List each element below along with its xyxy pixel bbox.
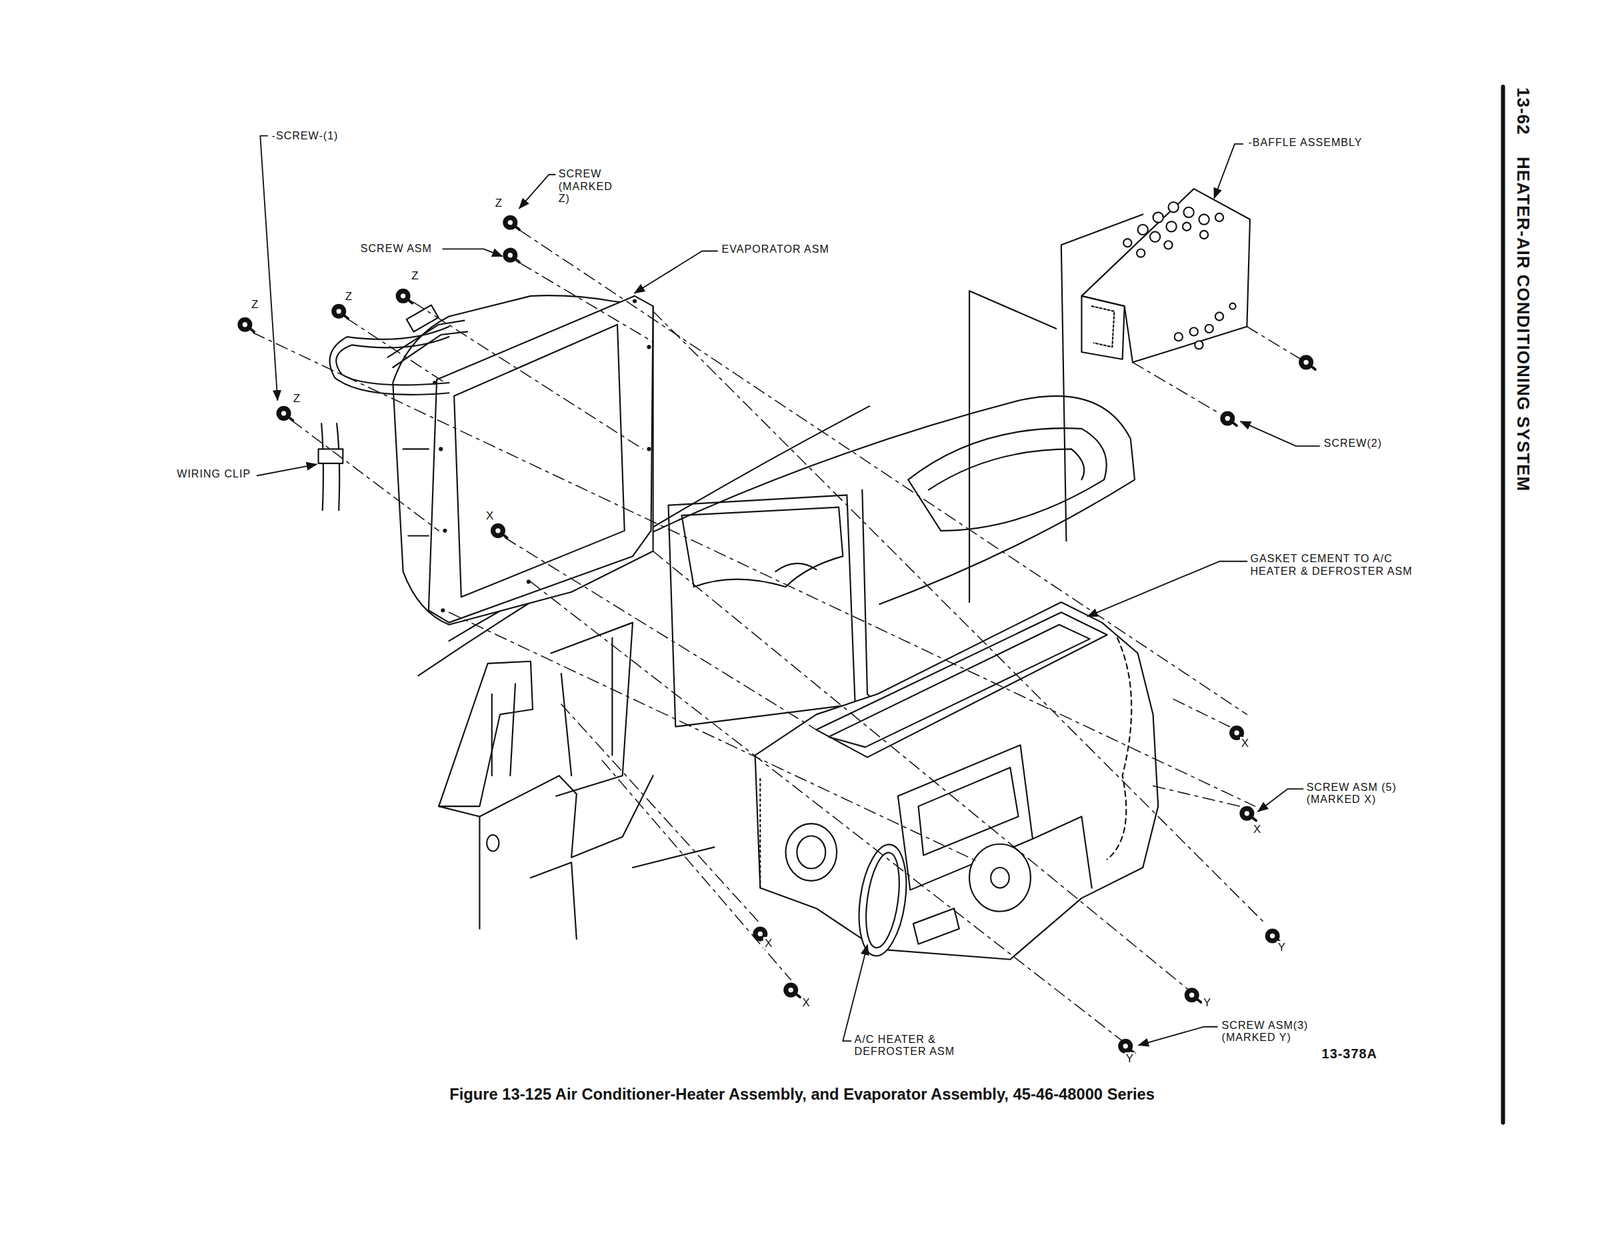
screw-mark: X (1240, 736, 1251, 750)
section-heading: HEATER-AIR CONDITIONING SYSTEM (1512, 155, 1533, 493)
part-label: -SCREW-(1) (270, 129, 340, 142)
screw-mark: Z (292, 392, 302, 405)
part-label: GASKET CEMENT TO A/C HEATER & DEFROSTER … (1248, 552, 1417, 577)
screw-mark: X (484, 509, 496, 522)
part-label: SCREW ASM (359, 242, 434, 254)
page-number: 13-62 (1512, 86, 1533, 137)
part-label: WIRING CLIP (175, 467, 252, 480)
part-label: SCREW ASM(3) (MARKED Y) (1220, 1018, 1332, 1044)
part-label: -BAFFLE ASSEMBLY (1246, 136, 1364, 148)
figure-caption: Figure 13-125 Air Conditioner-Heater Ass… (424, 1084, 1180, 1104)
screw-mark: Z (344, 290, 354, 303)
part-label: SCREW (MARKED Z) (557, 167, 628, 204)
screw-mark: Y (1124, 1052, 1136, 1065)
screw-mark: X (763, 936, 774, 950)
screw-mark: Z (494, 196, 504, 210)
screw-mark: Z (250, 298, 260, 311)
part-label: A/C HEATER & DEFROSTER ASM (853, 1032, 964, 1058)
part-label: EVAPORATOR ASM (720, 242, 831, 255)
screw-mark: Y (1202, 996, 1213, 1009)
screw-mark: Y (1276, 940, 1288, 954)
screw-mark: X (1252, 822, 1263, 836)
part-label: SCREW(2) (1322, 436, 1384, 449)
figure-number: 13-378A (1320, 1046, 1379, 1062)
screw-mark: X (801, 996, 812, 1009)
screw-mark: Z (410, 269, 420, 282)
part-label: SCREW ASM (5) (MARKED X) (1305, 780, 1416, 806)
